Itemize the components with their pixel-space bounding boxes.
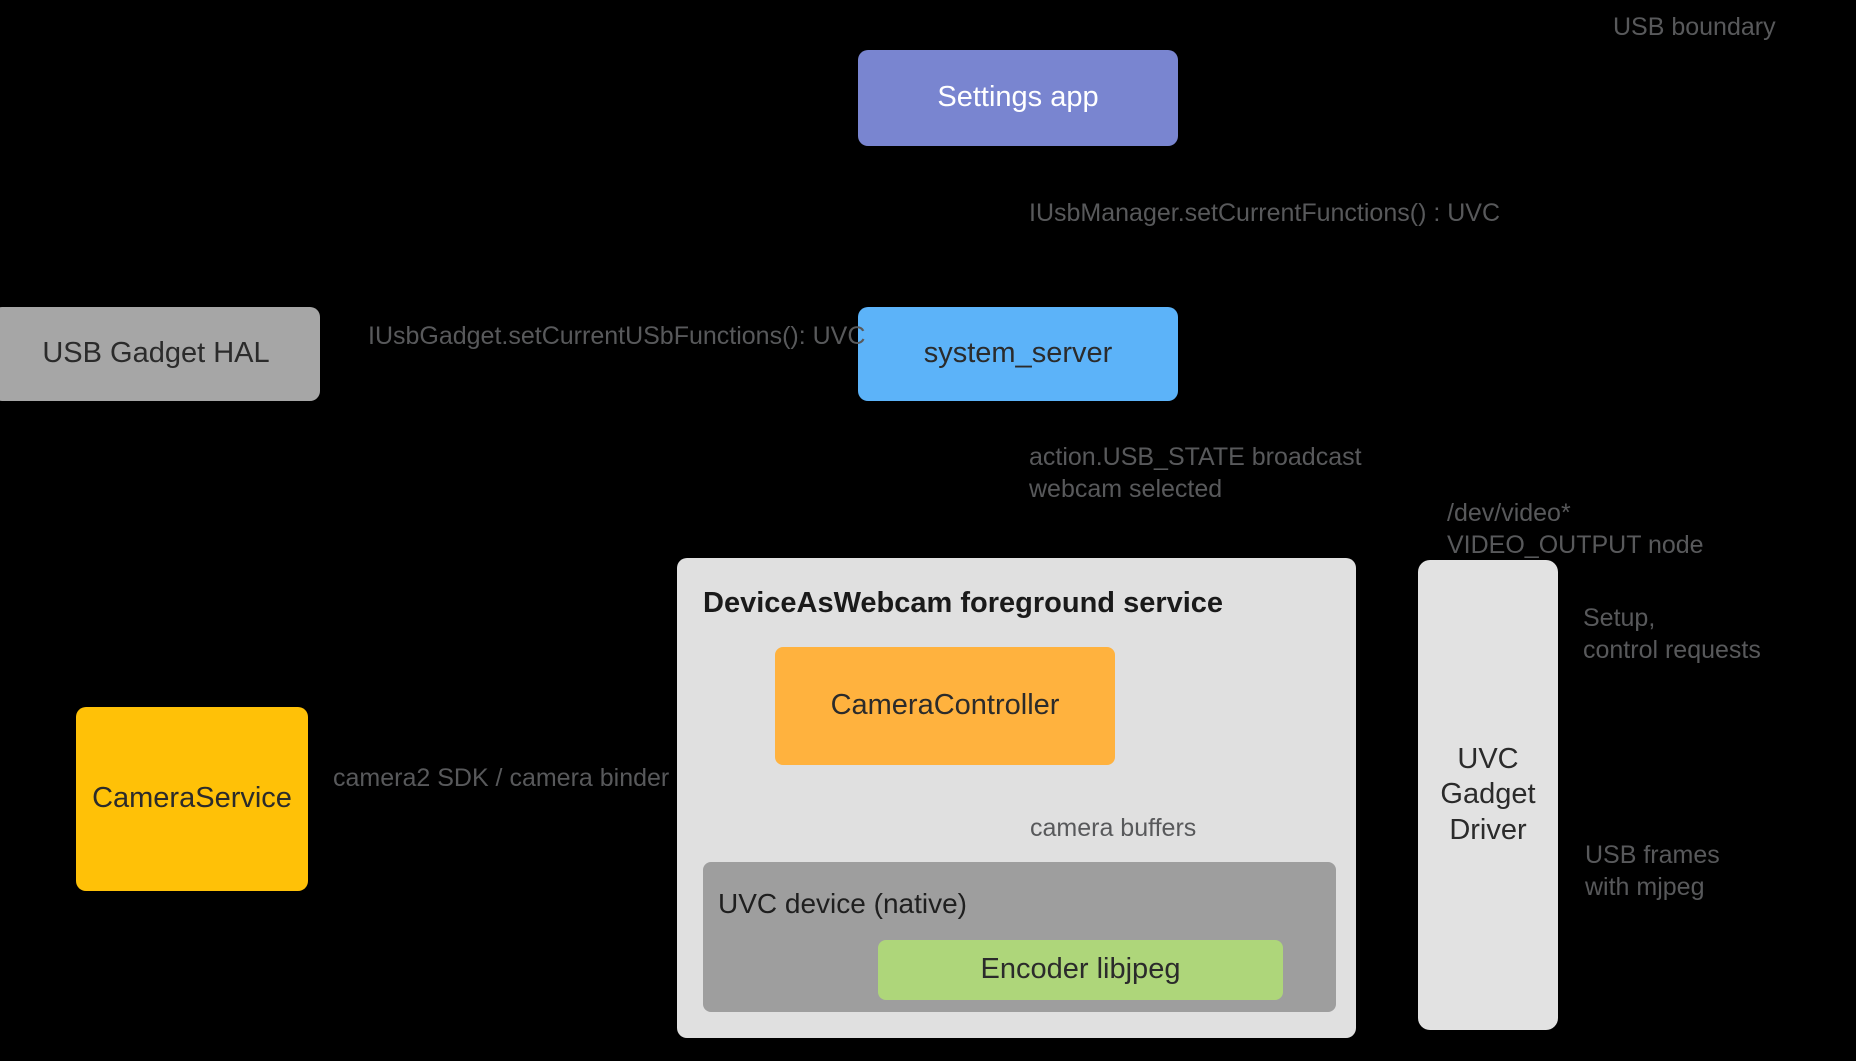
- annotation-setup-control-requests: Setup, control requests: [1583, 604, 1761, 664]
- group-uvc-device-label: UVC device (native): [718, 888, 967, 919]
- node-settings-app[interactable]: Settings app: [858, 50, 1178, 146]
- node-encoder-libjpeg[interactable]: Encoder libjpeg: [878, 940, 1283, 1000]
- annotation-dev-video-node: /dev/video* VIDEO_OUTPUT node: [1447, 499, 1704, 559]
- annotation-set-current-usb-functions: IUsbGadget.setCurrentUSbFunctions(): UVC: [368, 322, 866, 350]
- annotation-usb-boundary: USB boundary: [1613, 13, 1776, 41]
- node-usb-gadget-hal[interactable]: USB Gadget HAL: [0, 307, 320, 401]
- annotation-usb-frames-mjpeg: USB frames with mjpeg: [1585, 841, 1720, 901]
- node-camera-controller[interactable]: CameraController: [775, 647, 1115, 765]
- annotation-camera-buffers: camera buffers: [1030, 814, 1197, 842]
- node-camera-service[interactable]: CameraService: [76, 707, 308, 891]
- node-uvc-gadget-driver[interactable]: UVC Gadget Driver: [1418, 560, 1558, 1030]
- annotation-usb-state-broadcast: action.USB_STATE broadcast webcam select…: [1029, 443, 1362, 503]
- node-system-server[interactable]: system_server: [858, 307, 1178, 401]
- group-foreground-service-label: DeviceAsWebcam foreground service: [703, 587, 1224, 619]
- annotation-camera2-sdk: camera2 SDK / camera binder: [333, 764, 670, 792]
- annotation-set-current-functions: IUsbManager.setCurrentFunctions() : UVC: [1029, 199, 1501, 227]
